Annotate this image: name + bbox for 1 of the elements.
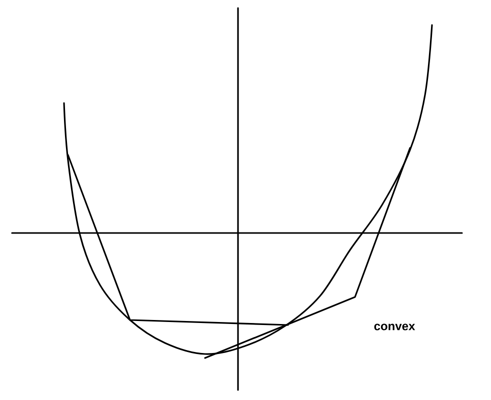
curve-label: convex: [374, 324, 416, 330]
